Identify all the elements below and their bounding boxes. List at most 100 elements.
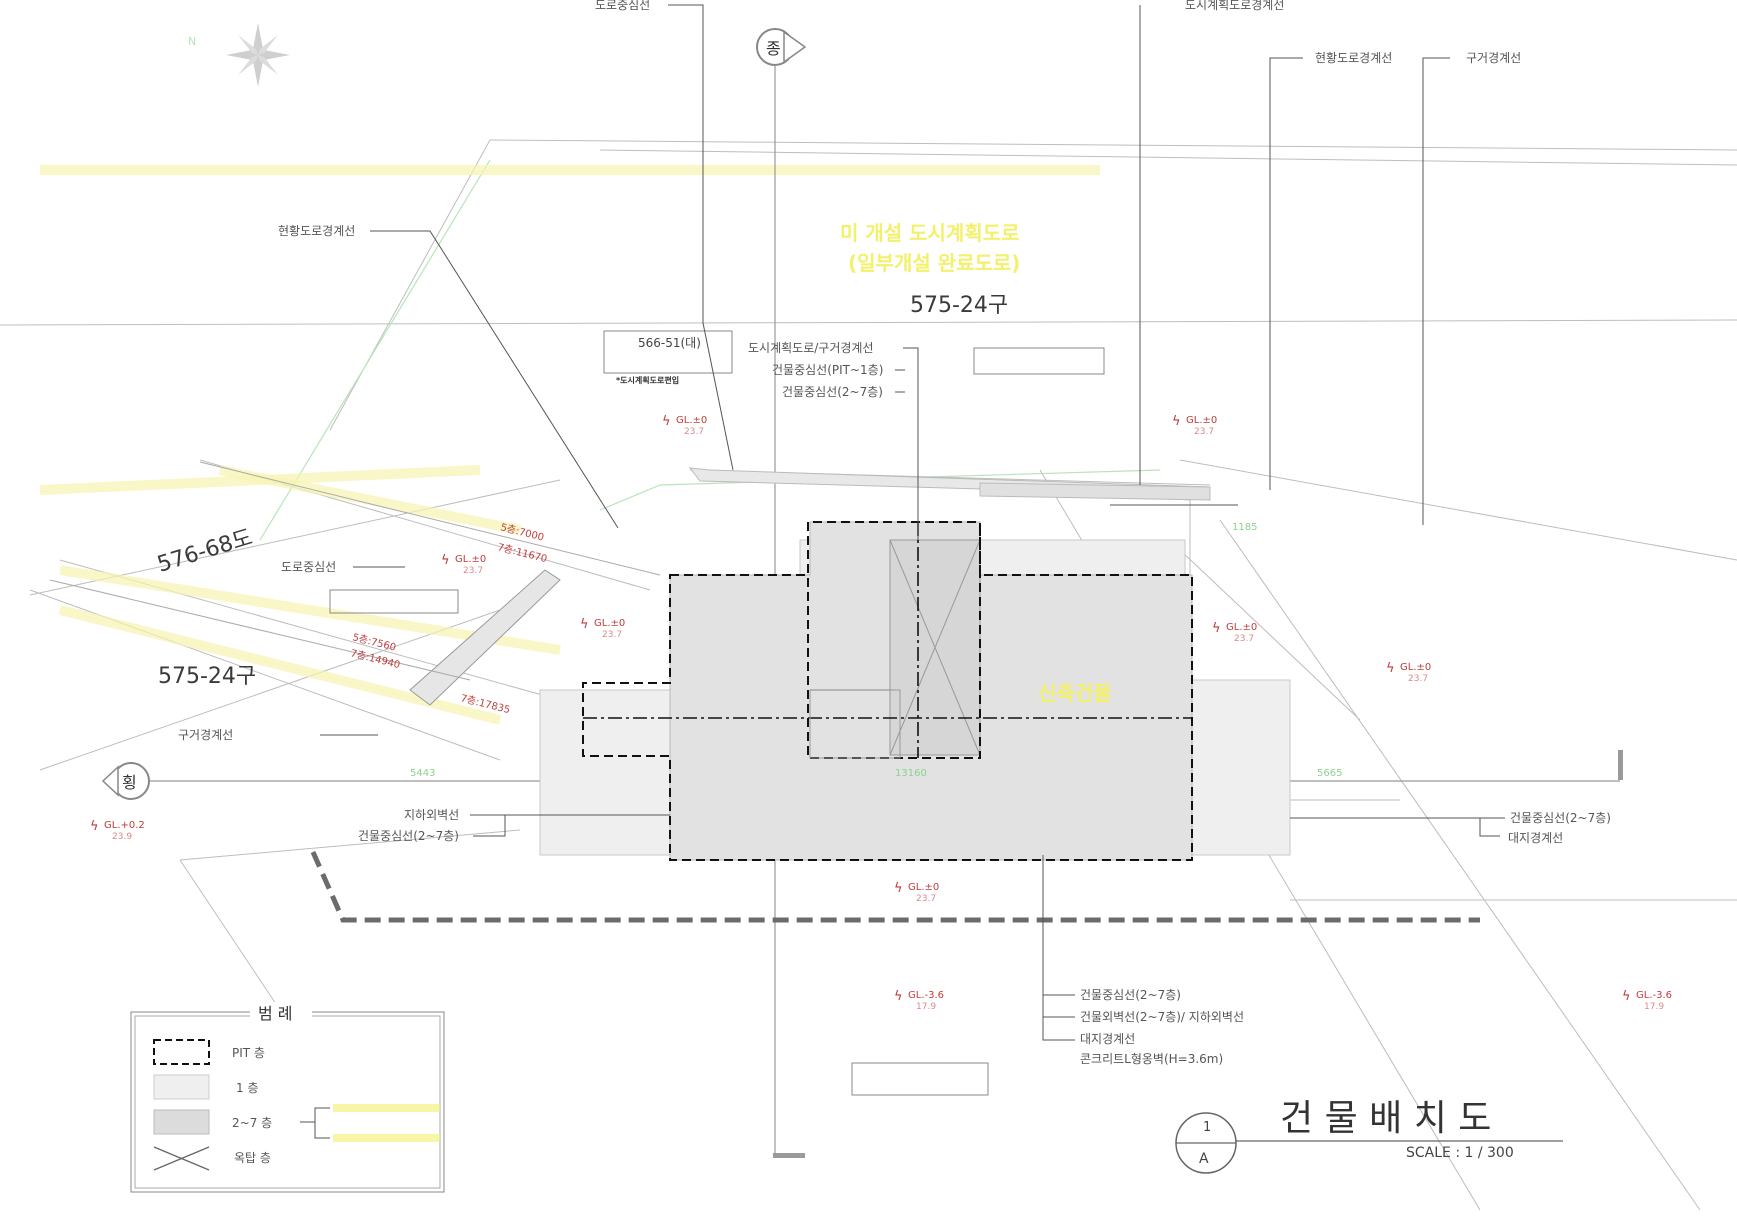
leader-right-center-2-7: 건물중심선(2~7층) xyxy=(1510,811,1611,825)
title-block: 1 A 건 물 배 치 도 SCALE : 1 / 300 xyxy=(1175,1098,1563,1174)
leader-bottom-center-2-7: 건물중심선(2~7층) xyxy=(1080,988,1181,1002)
bolt-icon: ϟ xyxy=(662,414,671,429)
leader-left-old-boundary: 구거경계선 xyxy=(178,728,233,742)
elevation-gl: GL.-3.6 xyxy=(1636,990,1672,1001)
elevation-marker: ϟ GL.±0 23.7 xyxy=(580,617,625,640)
legend-label-rooftop: 옥탑 층 xyxy=(234,1151,271,1165)
old-channel-strip xyxy=(409,569,561,706)
lot-566-51-box: 566-51(대) *도시계획도로편입 xyxy=(603,330,733,385)
leader-top-center-line: 도로중심선 xyxy=(595,0,650,12)
bolt-icon: ϟ xyxy=(90,819,99,834)
compass-icon: N xyxy=(188,23,290,87)
elevation-gl: GL.+0.2 xyxy=(104,820,145,831)
dim-right-axis: 5665 xyxy=(1317,768,1342,779)
legend-swatch-pit xyxy=(153,1039,210,1065)
lot-575-24-top: 575-24구 xyxy=(910,293,1008,318)
dim-left-axis: 5443 xyxy=(410,768,435,779)
leader-right-site-boundary: 대지경계선 xyxy=(1508,831,1563,845)
empty-tag-bottom xyxy=(851,1062,989,1096)
leader-bottom-site-boundary: 대지경계선 xyxy=(1080,1032,1135,1046)
elevation-sub: 23.7 xyxy=(916,894,936,904)
legend-title: 범 례 xyxy=(258,1004,293,1023)
drawing-scale: SCALE : 1 / 300 xyxy=(1406,1145,1514,1161)
leader-left-center-2-7: 건물중심선(2~7층) xyxy=(358,829,459,843)
drawing-title: 건 물 배 치 도 xyxy=(1280,1098,1491,1139)
site-boundary xyxy=(310,467,1480,923)
bolt-icon: ϟ xyxy=(580,617,589,632)
setback-dimensions: 5층:7000 7층:11670 5층:7560 7층:14940 7층:178… xyxy=(49,461,661,716)
north-axis-marker: 종 xyxy=(756,28,807,66)
road-note-line2: (일부개설 완료도로) xyxy=(848,251,1020,275)
legend: 범 례 PIT 층 1 층 2~7 층 옥탑 층 xyxy=(130,1002,445,1193)
elevation-marker: ϟ GL.±0 23.7 xyxy=(441,553,486,576)
retaining-wall xyxy=(310,850,1480,923)
elevation-marker: ϟ GL.±0 23.7 xyxy=(1386,661,1431,684)
drawing-ref-number: 1 xyxy=(1203,1120,1211,1135)
bolt-icon: ϟ xyxy=(1172,414,1181,429)
leader-right-old-boundary: 구거경계선 xyxy=(1466,51,1521,65)
elevation-gl: GL.±0 xyxy=(594,618,625,629)
legend-swatch-2-7f xyxy=(153,1109,210,1135)
leader-lines xyxy=(320,4,1505,1041)
green-dimensions: 1185 5443 13160 5665 xyxy=(410,522,1342,779)
elevation-sub: 23.7 xyxy=(1194,427,1214,437)
bolt-icon: ϟ xyxy=(1622,989,1631,1004)
empty-tag-left xyxy=(329,589,459,614)
legend-label-pit: PIT 층 xyxy=(232,1046,265,1060)
lot-566-51-note: *도시계획도로편입 xyxy=(616,375,679,385)
elevation-marker: ϟ GL.±0 23.7 xyxy=(662,414,707,437)
elevation-marker: ϟ GL.±0 23.7 xyxy=(894,881,939,904)
building-footprints xyxy=(539,521,1291,861)
dim-mid-axis: 13160 xyxy=(895,768,927,779)
elevation-gl: GL.±0 xyxy=(676,415,707,426)
lot-575-24-left: 575-24구 xyxy=(158,664,256,689)
elevation-marker: ϟ GL.-3.6 17.9 xyxy=(1622,989,1672,1012)
leader-bottom-retaining-wall: 콘크리트L형옹벽(H=3.6m) xyxy=(1080,1052,1223,1066)
lot-566-51-label: 566-51(대) xyxy=(638,336,701,350)
leader-left-road-center: 도로중심선 xyxy=(281,560,336,574)
west-axis-label: 횡 xyxy=(122,773,137,792)
elevation-marker: ϟ GL.-3.6 17.9 xyxy=(894,989,944,1012)
bolt-icon: ϟ xyxy=(1386,661,1395,676)
bolt-icon: ϟ xyxy=(894,881,903,896)
elevation-marker: ϟ GL.+0.2 23.9 xyxy=(90,819,145,842)
leader-top-plan-road: 도시계획도로경계선 xyxy=(1185,0,1284,12)
elevation-gl: GL.±0 xyxy=(1400,662,1431,673)
elevation-sub: 23.7 xyxy=(1408,674,1428,684)
empty-tag-right xyxy=(973,347,1105,375)
elevation-gl: GL.±0 xyxy=(455,554,486,565)
leader-left-current-road: 현황도로경계선 xyxy=(278,224,355,238)
elevation-marker: ϟ GL.±0 23.7 xyxy=(1172,414,1217,437)
legend-swatch-rooftop xyxy=(153,1146,210,1171)
leader-mid-center-pit: 건물중심선(PIT~1층) xyxy=(772,363,883,377)
elevation-gl: GL.±0 xyxy=(1226,622,1257,633)
legend-label-1f: 1 층 xyxy=(236,1081,259,1095)
elevation-sub: 17.9 xyxy=(1644,1002,1664,1012)
leader-bottom-outer-wall: 건물외벽선(2~7층)/ 지하외벽선 xyxy=(1080,1010,1244,1024)
bolt-icon: ϟ xyxy=(441,553,450,568)
leader-mid-plan-old: 도시계획도로/구거경계선 xyxy=(748,341,873,355)
svg-text:N: N xyxy=(188,35,196,48)
leader-left-basement-wall: 지하외벽선 xyxy=(404,808,459,822)
elevation-sub: 23.7 xyxy=(463,566,483,576)
elevation-sub: 17.9 xyxy=(916,1002,936,1012)
elevation-gl: GL.±0 xyxy=(908,882,939,893)
leader-right-current-road: 현황도로경계선 xyxy=(1315,51,1392,65)
setback-left-7f: 7층:11670 xyxy=(496,541,548,565)
west-axis-marker: 횡 xyxy=(101,762,150,800)
north-axis-label: 종 xyxy=(766,39,781,58)
elevation-marker: ϟ GL.±0 23.7 xyxy=(1212,621,1257,644)
elevation-gl: GL.±0 xyxy=(1186,415,1217,426)
elevation-sub: 23.7 xyxy=(602,630,622,640)
bolt-icon: ϟ xyxy=(1212,621,1221,636)
elevation-gl: GL.-3.6 xyxy=(908,990,944,1001)
legend-swatch-1f xyxy=(153,1074,210,1100)
leader-mid-center-2-7: 건물중심선(2~7층) xyxy=(782,385,883,399)
elevation-sub: 23.9 xyxy=(112,832,132,842)
legend-label-2-7f: 2~7 층 xyxy=(232,1116,272,1130)
building-name: 신축건물 xyxy=(1038,681,1112,705)
bolt-icon: ϟ xyxy=(894,989,903,1004)
elevation-sub: 23.7 xyxy=(684,427,704,437)
drawing-ref-letter: A xyxy=(1199,1151,1209,1167)
